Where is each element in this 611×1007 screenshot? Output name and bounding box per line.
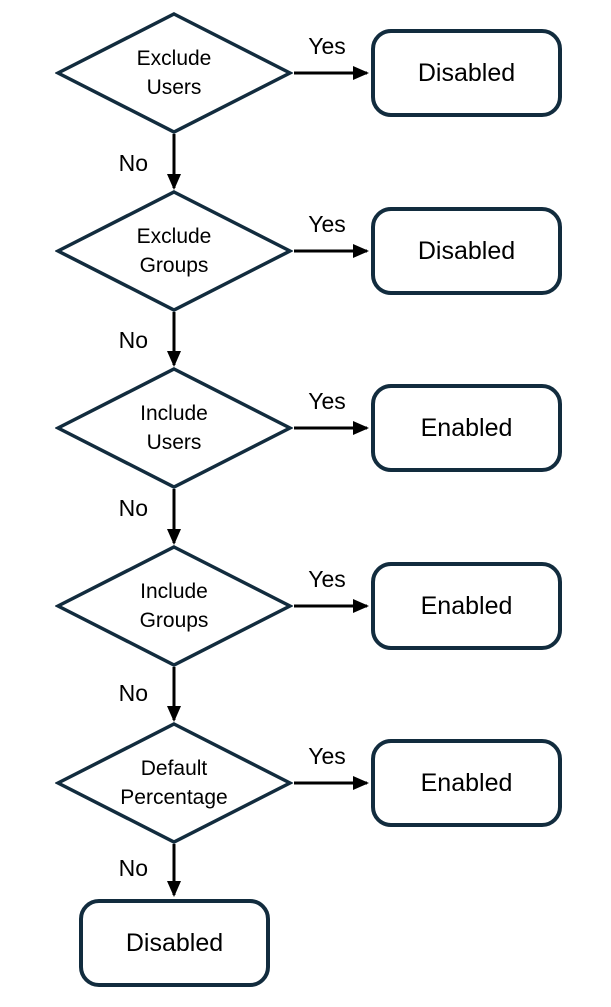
decision-node-exclude-users: Exclude Users <box>55 12 293 134</box>
decision-label-line1: Default <box>140 757 208 780</box>
result-node-disabled: Disabled <box>371 29 562 117</box>
no-edge-label: No <box>118 495 148 521</box>
yes-edge-label: Yes <box>308 211 346 237</box>
decision-label-line1: Exclude <box>136 225 212 248</box>
decision-label-line2: Groups <box>139 609 209 632</box>
result-node-disabled: Disabled <box>371 207 562 295</box>
decision-label-line2: Users <box>146 76 202 99</box>
decision-label: Include Groups <box>55 545 293 667</box>
no-edge-label: No <box>118 150 148 176</box>
decision-label-line2: Users <box>146 431 202 454</box>
decision-node-default-percentage: Default Percentage <box>55 722 293 844</box>
decision-node-include-groups: Include Groups <box>55 545 293 667</box>
result-node-enabled: Enabled <box>371 384 562 472</box>
decision-label: Default Percentage <box>55 722 293 844</box>
yes-edge-label: Yes <box>308 388 346 414</box>
diamond-shape <box>55 190 293 312</box>
decision-label: Exclude Users <box>55 12 293 134</box>
yes-edge-label: Yes <box>308 743 346 769</box>
no-edge-label: No <box>118 327 148 353</box>
diamond-shape <box>55 722 293 844</box>
yes-edge-label: Yes <box>308 566 346 592</box>
diamond-shape <box>55 12 293 134</box>
final-result-node-disabled: Disabled <box>79 899 270 987</box>
decision-label: Exclude Groups <box>55 190 293 312</box>
decision-node-include-users: Include Users <box>55 367 293 489</box>
diamond-shape <box>55 545 293 667</box>
decision-label-line1: Exclude <box>136 47 212 70</box>
decision-label-line1: Include <box>140 580 208 603</box>
diamond-shape <box>55 367 293 489</box>
decision-label-line1: Include <box>140 402 208 425</box>
decision-label: Include Users <box>55 367 293 489</box>
result-node-enabled: Enabled <box>371 739 562 827</box>
no-edge-label: No <box>118 855 148 881</box>
decision-label-line2: Groups <box>139 254 209 277</box>
result-node-enabled: Enabled <box>371 562 562 650</box>
decision-label-line2: Percentage <box>120 786 228 809</box>
no-edge-label: No <box>118 680 148 706</box>
decision-node-exclude-groups: Exclude Groups <box>55 190 293 312</box>
yes-edge-label: Yes <box>308 33 346 59</box>
